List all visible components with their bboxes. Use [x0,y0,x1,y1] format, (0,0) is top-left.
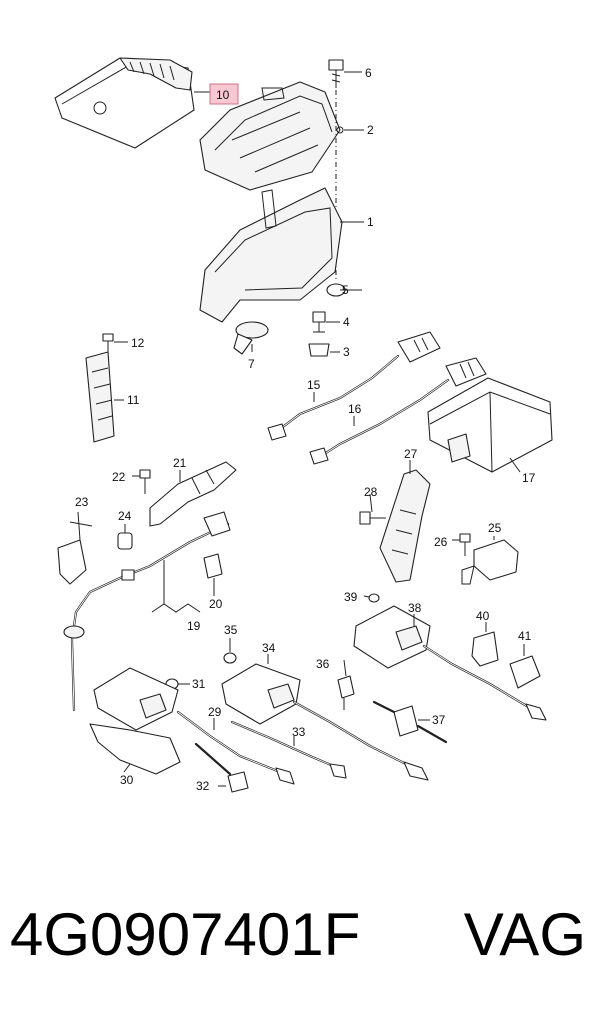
callout-33: 33 [292,725,306,739]
sensor-module-part-34 [221,654,429,781]
callout-4: 4 [343,315,350,329]
sensor-part-32 [194,742,249,793]
grommet-part-3 [308,343,340,357]
bracket-part-27 [379,460,431,583]
callout-29: 29 [208,705,222,719]
callout-12: 12 [131,336,145,350]
clip-part-23 [57,511,93,585]
callout-11: 11 [127,393,140,407]
parts-exploded-diagram: 10 2 6 1 5 4 3 [54,57,553,793]
bolt-part-22 [132,469,151,494]
callout-27: 27 [404,447,418,461]
callout-37: 37 [432,713,446,727]
callout-38: 38 [408,601,422,615]
callout-34: 34 [262,641,276,655]
upper-cover-part-2 [199,81,364,191]
callout-35: 35 [224,623,238,637]
callout-30: 30 [120,773,134,787]
sensor-lead-part-29 [176,710,295,785]
sleeve-part-24 [117,524,133,550]
callout-28: 28 [364,485,378,499]
bracket-part-21 [149,461,237,527]
callout-10-highlight [209,83,239,105]
sensor-cable-part-16 [309,357,487,465]
callout-39: 39 [344,590,358,604]
connector-part-20 [203,553,223,596]
stud-part-4 [312,311,340,333]
callout-17: 17 [522,471,536,485]
callout-24: 24 [118,509,132,523]
rubber-mount-part-7 [233,321,269,355]
clip-part-36 [337,659,355,710]
callout-20: 20 [209,597,223,611]
brand-text: VAG [463,901,586,968]
connector-part-37 [372,700,448,744]
callout-2: 2 [367,123,374,137]
callout-22: 22 [112,470,126,484]
clip-part-40 [471,622,499,667]
callout-1: 1 [367,215,374,229]
bolt-part-12 [102,333,128,352]
sensor-part-25 [461,536,519,585]
bolt-part-28 [359,493,386,525]
part-number-text: 4G0907401F [10,901,361,968]
nox-sensor-part-38 [353,605,547,721]
clip-part-41 [509,644,541,689]
callout-19: 19 [187,619,201,633]
callout-25: 25 [488,521,502,535]
module-part-17 [427,377,553,473]
callout-15: 15 [307,378,321,392]
screw-part-35 [223,638,237,664]
callout-32: 32 [196,779,210,793]
callout-6: 6 [365,66,372,80]
callout-7: 7 [248,357,255,371]
bolt-part-26 [452,533,471,556]
sensor-module-part-31-assembly [93,667,179,731]
screw-part-39 [363,593,380,603]
sensor-cable-part-15 [267,331,441,441]
lower-housing-part-1 [199,187,364,323]
callout-40: 40 [476,609,490,623]
callout-26: 26 [434,535,448,549]
callout-5: 5 [342,283,349,297]
callout-36: 36 [316,657,330,671]
callout-10: 10 [216,88,230,102]
bracket-part-30 [89,723,181,775]
footer: 4G0907401F VAG [0,895,600,975]
callout-16: 16 [348,402,362,416]
callout-31: 31 [192,677,206,691]
callout-21: 21 [173,456,187,470]
bolt-part-6 [328,59,362,88]
bracket-part-11 [85,351,124,443]
ecu-control-unit [54,57,212,149]
sensor-lead-part-33 [230,720,347,779]
callout-3: 3 [343,345,350,359]
callout-41: 41 [518,629,532,643]
probe-cable-part-19 [63,511,231,712]
callout-23: 23 [75,495,89,509]
nut-part-5 [326,283,362,297]
